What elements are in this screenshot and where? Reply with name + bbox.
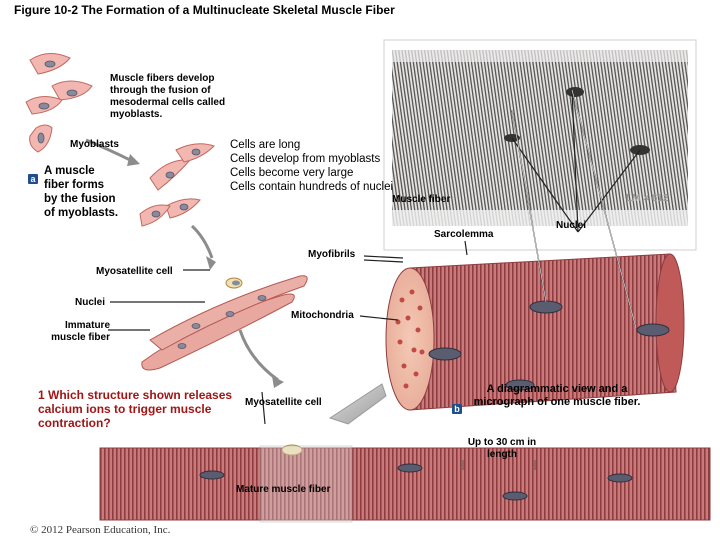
- cell-fact-2: Cells develop from myoblasts: [230, 153, 381, 165]
- myofibrils-label: Myofibrils: [308, 249, 356, 260]
- panel-b-badge: b: [452, 404, 462, 414]
- magnification-label: LM × 612: [626, 193, 669, 204]
- mitochondria-label: Mitochondria: [291, 310, 354, 321]
- cell-fact-1: Cells are long: [230, 139, 301, 151]
- panel-a-badge: a: [28, 174, 38, 184]
- myoblasts-label: Myoblasts: [70, 139, 119, 150]
- cell-fact-3: Cells become very large: [230, 167, 354, 179]
- micrograph: [383, 39, 697, 251]
- myosatellite-label: Myosatellite cell: [96, 266, 173, 277]
- cell-facts: Cells are long Cells develop from myobla…: [230, 138, 393, 194]
- panel-a-caption: A muscle fiber forms by the fusion of my…: [44, 165, 119, 219]
- grey-block-arrow: [328, 383, 387, 425]
- muscle-fiber-cylinder: [385, 253, 685, 411]
- figure-title: Figure 10-2 The Formation of a Multinucl…: [14, 3, 395, 17]
- panel-b-caption: A diagrammatic view and a micrograph of …: [473, 383, 641, 408]
- sarcolemma-label: Sarcolemma: [434, 229, 494, 240]
- myoblast-nuclei: [37, 60, 201, 218]
- length-label: Up to 30 cm in length: [467, 437, 537, 460]
- myoblast-intro-text: Muscle fibers develop through the fusion…: [110, 73, 226, 120]
- copyright: © 2012 Pearson Education, Inc.: [30, 524, 171, 536]
- myosatellite-label-2: Myosatellite cell: [245, 397, 322, 408]
- nuclei-label-a: Nuclei: [75, 297, 106, 308]
- mature-fiber: [99, 444, 711, 523]
- mature-fiber-label: Mature muscle fiber: [236, 484, 331, 495]
- immature-fiber: [141, 275, 308, 371]
- length-bracket: [462, 460, 536, 470]
- process-arrows: [85, 138, 279, 382]
- question-text: 1 Which structure shown releases calcium…: [38, 388, 233, 430]
- immature-nuclei: [177, 295, 267, 349]
- nuclei-label-b: Nuclei: [556, 220, 587, 231]
- cell-fact-4: Cells contain hundreds of nuclei: [230, 181, 394, 193]
- muscle-fiber-label: Muscle fiber: [392, 194, 451, 205]
- immature-fiber-label: Immature muscle fiber: [51, 320, 110, 343]
